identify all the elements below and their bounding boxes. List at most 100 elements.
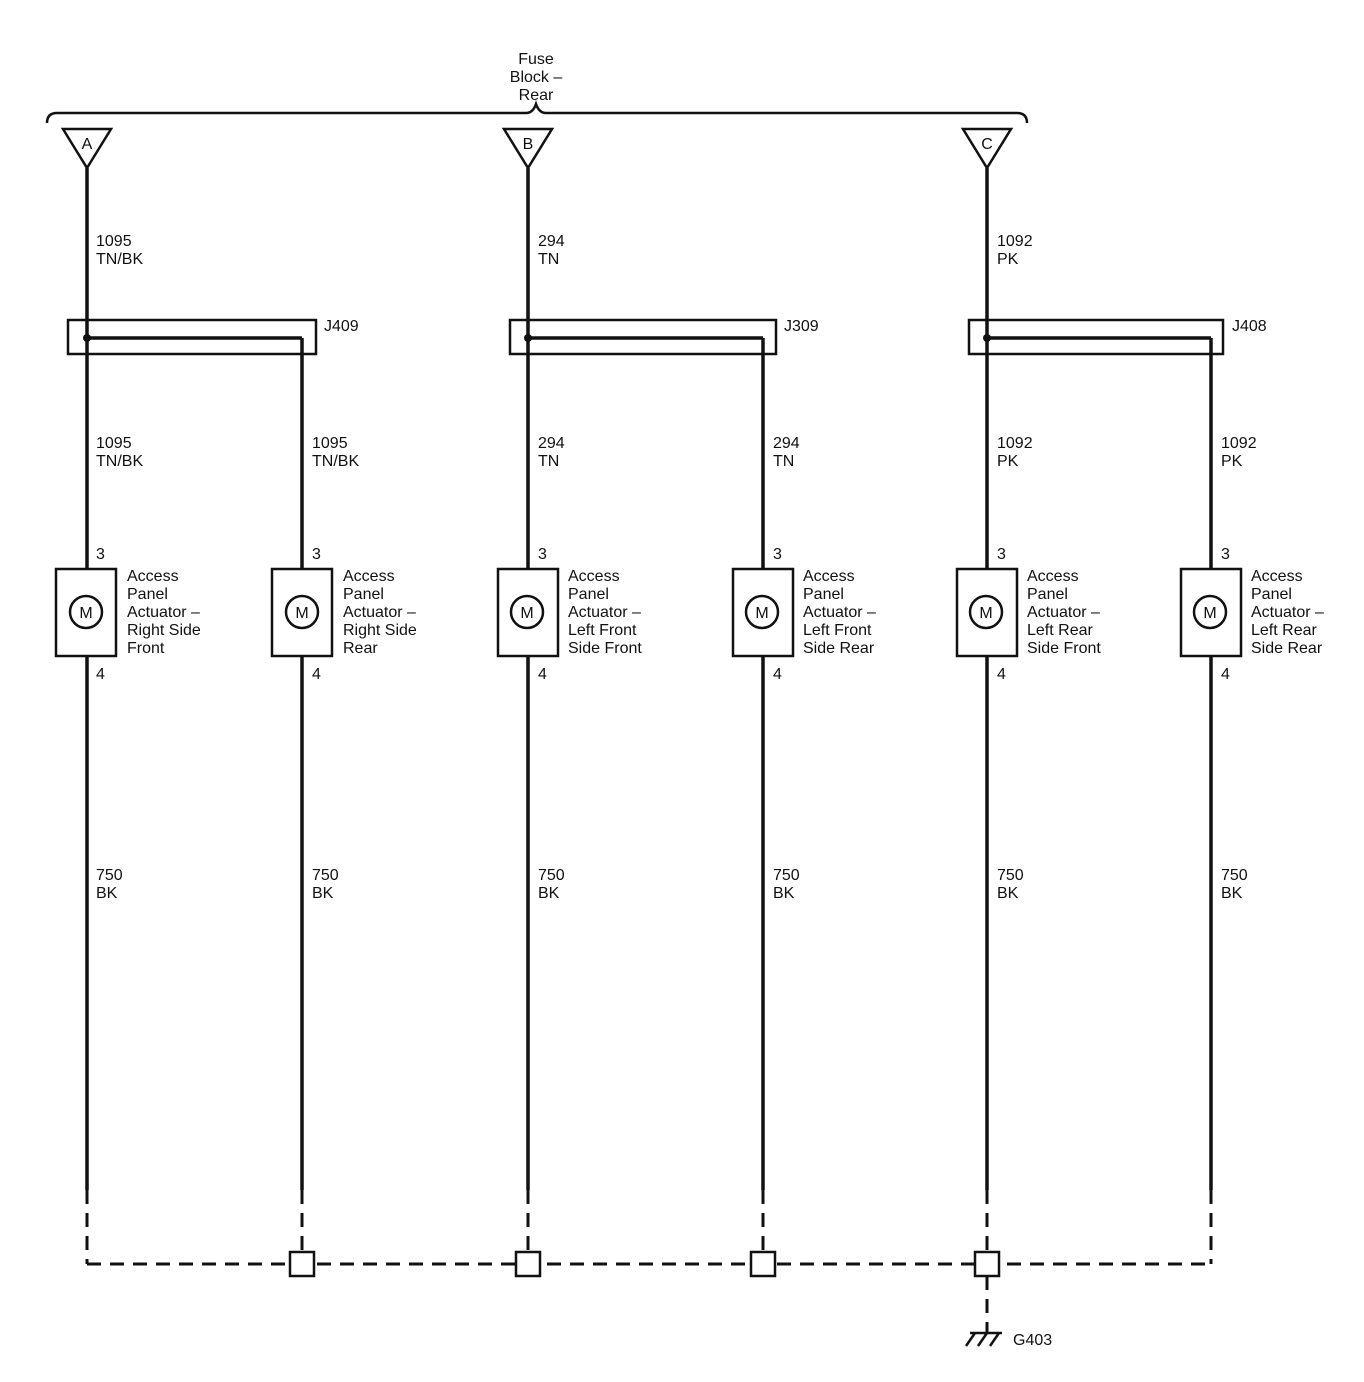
- terminal-triangle-icon: [960, 127, 1014, 171]
- fuse-terminal-a: A: [60, 127, 114, 171]
- ground-circuit-number: 750: [312, 867, 339, 884]
- motor-symbol: M: [79, 605, 92, 622]
- pin-top-label: 3: [312, 546, 321, 563]
- motor-icon: [744, 594, 780, 630]
- pin-top-label: 3: [96, 546, 105, 563]
- feed-circuit-number: 1092: [997, 233, 1033, 250]
- motor-icon: [968, 594, 1004, 630]
- branch-circuit-number: 1095: [96, 435, 132, 452]
- actuator-label-line-5: Front: [127, 640, 165, 657]
- pin-top-label: 3: [1221, 546, 1230, 563]
- actuator-label-line-3: Actuator –: [803, 604, 876, 621]
- actuator-label-line-3: Actuator –: [1027, 604, 1100, 621]
- actuator-label-line-5: Rear: [343, 640, 378, 657]
- pin-bottom-label: 4: [538, 666, 547, 683]
- ground-circuit-number: 750: [96, 867, 123, 884]
- actuator-label-line-4: Left Rear: [1251, 622, 1317, 639]
- fuse-block-label-line-1: Fuse: [518, 51, 554, 68]
- actuator-label-line-1: Access: [568, 568, 620, 585]
- branch-circuit-number: 294: [538, 435, 565, 452]
- actuator-label-line-2: Panel: [1251, 586, 1292, 603]
- actuator-label-line-3: Actuator –: [568, 604, 641, 621]
- actuator-label-line-3: Actuator –: [127, 604, 200, 621]
- actuator-label-line-4: Right Side: [127, 622, 201, 639]
- actuator-label-line-4: Left Rear: [1027, 622, 1093, 639]
- junction-label-j409: J409: [324, 318, 359, 335]
- pin-bottom-label: 4: [312, 666, 321, 683]
- actuator-label-line-4: Left Front: [803, 622, 872, 639]
- actuator-label-line-2: Panel: [343, 586, 384, 603]
- actuator-label-line-3: Actuator –: [1251, 604, 1324, 621]
- junction-label-j309: J309: [784, 318, 819, 335]
- actuator-label-line-1: Access: [803, 568, 855, 585]
- junction-block-j409: [66, 318, 318, 356]
- ground-circuit-color: BK: [1221, 885, 1243, 902]
- ground-circuit-color: BK: [312, 885, 334, 902]
- branch-circuit-color: PK: [997, 453, 1019, 470]
- terminal-a-label: A: [82, 136, 93, 153]
- actuator-label-line-3: Actuator –: [343, 604, 416, 621]
- ground-splice-icon: [973, 1250, 1001, 1278]
- motor-symbol: M: [1203, 605, 1216, 622]
- pin-bottom-label: 4: [96, 666, 105, 683]
- fuse-terminal-c: C: [960, 127, 1014, 171]
- feed-circuit-number: 294: [538, 233, 565, 250]
- ground-circuit-number: 750: [1221, 867, 1248, 884]
- actuator-label-line-4: Left Front: [568, 622, 637, 639]
- branch-circuit-number: 294: [773, 435, 800, 452]
- actuator-label-line-1: Access: [127, 568, 179, 585]
- terminal-triangle-icon: [60, 127, 114, 171]
- actuator-label-line-1: Access: [343, 568, 395, 585]
- motor-icon: [284, 594, 320, 630]
- actuator-label-line-5: Side Rear: [803, 640, 875, 657]
- terminal-c-label: C: [981, 136, 993, 153]
- actuator-label-line-1: Access: [1251, 568, 1303, 585]
- branch-circuit-number: 1092: [997, 435, 1033, 452]
- motor-icon: [509, 594, 545, 630]
- splice-dot-icon: [524, 334, 532, 342]
- pin-bottom-label: 4: [997, 666, 1006, 683]
- ground-icon: [964, 1331, 1002, 1347]
- feed-circuit-color: TN/BK: [96, 251, 143, 268]
- actuator-label-line-5: Side Front: [1027, 640, 1101, 657]
- actuator-label-line-2: Panel: [568, 586, 609, 603]
- ground-splice-icon: [288, 1250, 316, 1278]
- splice-dot-icon: [83, 334, 91, 342]
- actuator-label-line-5: Side Front: [568, 640, 642, 657]
- terminal-triangle-icon: [501, 127, 555, 171]
- fuse-block-bracket: [45, 100, 1029, 124]
- splice-dot-icon: [983, 334, 991, 342]
- ground-label: G403: [1013, 1332, 1052, 1349]
- ground-splice-icon: [749, 1250, 777, 1278]
- fuse-block-label-line-3: Rear: [519, 87, 554, 104]
- fuse-block-label: Fuse Block – Rear: [510, 51, 563, 104]
- circuit-group-b: J309 294 TN 294 TN 3 M 4 Access Panel Ac…: [496, 168, 876, 1190]
- feed-circuit-color: PK: [997, 251, 1019, 268]
- ground-splice-icon: [514, 1250, 542, 1278]
- circuit-group-a: J409 1095 TN/BK 1095 TN/BK 3 M 4 Access …: [54, 168, 417, 1190]
- junction-block-j408: [967, 318, 1225, 356]
- feed-circuit-color: TN: [538, 251, 559, 268]
- feed-circuit-number: 1095: [96, 233, 132, 250]
- pin-bottom-label: 4: [1221, 666, 1230, 683]
- pin-top-label: 3: [997, 546, 1006, 563]
- branch-circuit-color: PK: [1221, 453, 1243, 470]
- ground-circuit-color: BK: [997, 885, 1019, 902]
- pin-bottom-label: 4: [773, 666, 782, 683]
- branch-circuit-number: 1095: [312, 435, 348, 452]
- ground-circuit-number: 750: [538, 867, 565, 884]
- actuator-label-line-2: Panel: [127, 586, 168, 603]
- motor-symbol: M: [755, 605, 768, 622]
- pin-top-label: 3: [538, 546, 547, 563]
- actuator-label-line-1: Access: [1027, 568, 1079, 585]
- actuator-label-line-2: Panel: [1027, 586, 1068, 603]
- fuse-terminal-b: B: [501, 127, 555, 171]
- branch-circuit-color: TN: [773, 453, 794, 470]
- motor-symbol: M: [520, 605, 533, 622]
- motor-symbol: M: [979, 605, 992, 622]
- junction-label-j408: J408: [1232, 318, 1267, 335]
- ground-circuit-color: BK: [96, 885, 118, 902]
- fuse-block-label-line-2: Block –: [510, 69, 563, 86]
- motor-icon: [68, 594, 104, 630]
